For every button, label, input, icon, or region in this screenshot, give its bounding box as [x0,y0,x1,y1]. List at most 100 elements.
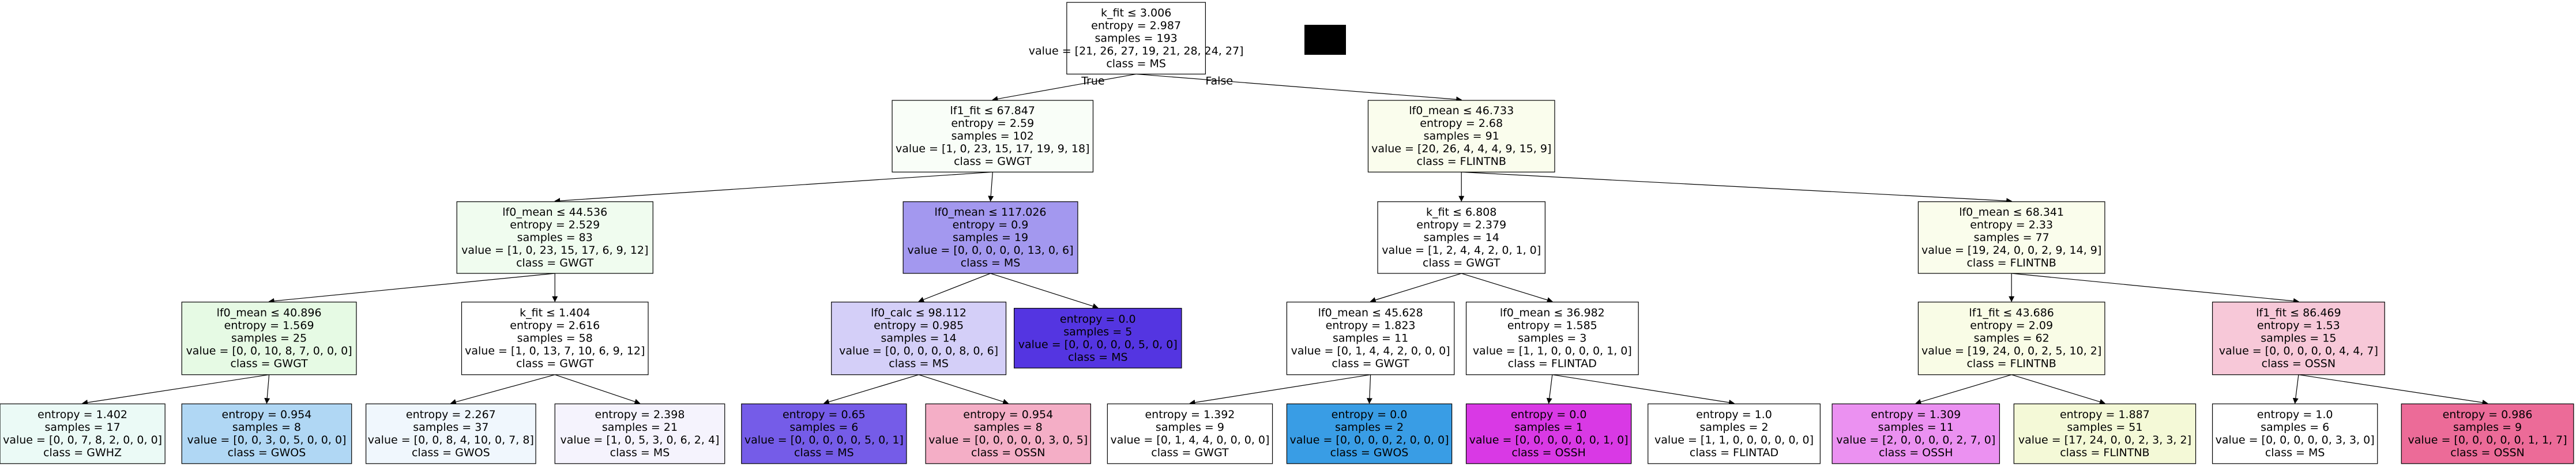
node-text-line: value = [19, 24, 0, 0, 2, 9, 14, 9] [1921,244,2101,257]
tree-edge [1461,171,2013,204]
node-text-line: lf0_mean ≤ 40.896 [217,307,322,320]
node-text-line: entropy = 0.9 [953,219,1029,231]
tree-edge [990,273,1099,309]
node-text-line: lf0_calc ≤ 98.112 [871,307,967,320]
tree-edge [992,73,1137,102]
node-text-line: class = FLINTNB [1966,257,2056,269]
node-text-line: class = FLINTNB [2060,446,2149,459]
node-box [1917,302,2105,375]
node-text-line: samples = 102 [952,130,1034,142]
tree-edge [1189,374,1371,405]
node-text-line: entropy = 0.954 [222,408,312,421]
node-text-line: samples = 3 [1518,332,1586,345]
node-text-line: value = [20, 26, 4, 4, 4, 9, 15, 9] [1371,142,1551,155]
node-text-line: lf0_mean ≤ 117.026 [935,206,1047,219]
node-text-line: class = MS [794,446,854,459]
tree-edge [2011,273,2299,304]
node-text-line: samples = 83 [517,231,593,244]
tree-edge [264,374,270,404]
node-text-line: value = [1, 2, 4, 4, 2, 0, 1, 0] [1382,244,1541,257]
node-box [1367,100,1555,172]
node-text-line: value = [0, 0, 10, 8, 7, 0, 0, 0] [186,345,352,358]
node-text-line: class = GWHZ [43,446,122,459]
node-text-line: value = [0, 0, 8, 4, 10, 0, 7, 8] [368,434,534,446]
tree-edge [1136,73,1462,103]
node-box [1377,201,1545,274]
node-box [1465,403,1632,464]
edge-label: True [1081,74,1104,87]
node-text-line: value = [0, 0, 0, 0, 0, 3, 0, 5] [928,434,1088,446]
tree-edge [555,374,641,405]
node-box [181,403,352,464]
node-text-line: entropy = 2.68 [1420,117,1503,130]
node-text-line: value = [0, 1, 4, 4, 0, 0, 0, 0] [1110,434,1269,446]
node-box [456,201,653,274]
node-text-line: entropy = 0.0 [1060,313,1136,325]
node-text-line: class = MS [2265,446,2325,459]
node-text-line: lf0_mean ≤ 68.341 [1959,206,2064,219]
node-text-line: entropy = 0.986 [2443,408,2533,421]
node-text-line: class = FLINTAD [1508,358,1597,370]
node-text-line: entropy = 0.65 [783,408,866,421]
node-text-line: samples = 2 [1699,421,1768,434]
node-text-line: class = GWGT [1332,358,1409,370]
node-text-line: value = [0, 0, 0, 0, 0, 4, 4, 7] [2219,345,2378,358]
node-text-line: entropy = 2.987 [1091,19,1181,32]
node-box [1107,403,1273,464]
node-text-line: class = OSSN [2450,446,2524,459]
node-text-line: class = MS [1068,351,1128,363]
node-text-line: samples = 8 [232,421,301,434]
node-text-line: value = [21, 26, 27, 19, 21, 28, 24, 27] [1029,44,1244,57]
node-text-line: samples = 9 [2453,421,2522,434]
node-box [461,302,649,375]
node-text-line: value = [0, 0, 7, 8, 2, 0, 0, 0] [3,434,162,446]
node-text-line: value = [0, 0, 3, 0, 5, 0, 0, 0] [187,434,346,446]
tree-edge [918,374,1009,405]
tree-edge [2292,374,2299,404]
node-text-line: class = GWGT [516,358,594,370]
node-text-line: class = MS [961,257,1021,269]
tree-edge [823,374,919,405]
node-text-line: entropy = 2.616 [510,320,600,332]
node-box [0,403,166,464]
node-text-line: value = [2, 0, 0, 0, 0, 2, 7, 0] [1836,434,1995,446]
node-text-line: entropy = 0.0 [1332,408,1408,421]
node-box [365,403,536,464]
node-text-line: lf0_mean ≤ 46.733 [1409,104,1514,117]
node-text-line: samples = 21 [602,421,678,434]
node-text-line: lf1_fit ≤ 43.686 [1969,307,2054,320]
tree-edge [82,374,269,405]
tree-edge [554,171,993,204]
node-text-line: value = [19, 24, 0, 0, 2, 5, 10, 2] [1921,345,2101,358]
node-text-line: lf0_mean ≤ 44.536 [502,206,607,219]
node-text-line: value = [0, 0, 0, 0, 0, 8, 0, 6] [839,345,998,358]
tree-edge [268,273,555,304]
node-text-line: value = [0, 1, 4, 4, 2, 0, 0, 0] [1291,345,1450,358]
node-text-line: value = [0, 0, 0, 0, 0, 1, 1, 7] [2408,434,2567,446]
node-text-line: samples = 2 [1335,421,1404,434]
node-box [1013,307,1182,369]
node-box [741,403,907,464]
node-text-line: value = [0, 0, 0, 0, 0, 5, 0, 0] [1018,338,1178,351]
node-text-line: entropy = 1.823 [1326,320,1416,332]
tree-edge [2298,374,2488,405]
node-text-line: samples = 9 [1156,421,1224,434]
node-text-line: entropy = 1.0 [2257,408,2333,421]
node-box [1832,403,2000,464]
tree-edge [1915,374,2012,405]
